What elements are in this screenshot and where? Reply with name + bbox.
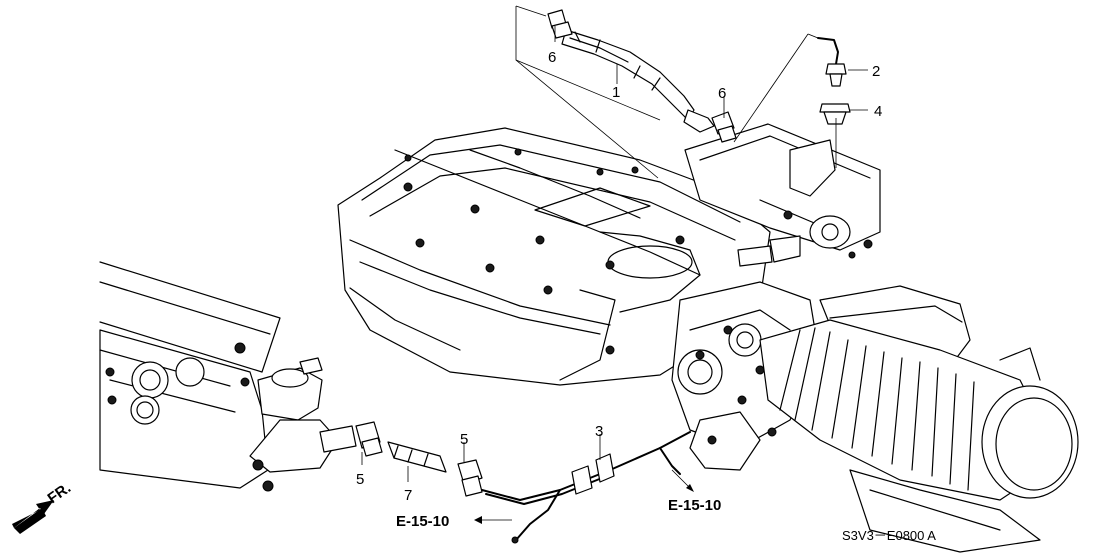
intake-manifold-cover: [337, 127, 771, 386]
callout-5-left: 5: [356, 471, 364, 488]
ref-e-15-10-bottom[interactable]: E-15-10: [396, 513, 449, 530]
callout-3: 3: [595, 423, 603, 440]
callout-6-right: 6: [718, 85, 726, 102]
ref-arrow-bottom: [474, 516, 512, 524]
callout-2: 2: [872, 63, 880, 80]
callout-7: 7: [404, 487, 412, 504]
part-3-water-pipe: [481, 431, 691, 544]
cylinder-head-left: [99, 261, 357, 492]
part-7-water-hose: [387, 441, 447, 473]
callout-6-left: 6: [548, 49, 556, 66]
part-5-hose-clamp-right: [457, 459, 483, 497]
leader-lines: [361, 5, 868, 482]
part-6-hose-clamp-top-right: [711, 111, 737, 143]
callout-5-right: 5: [460, 431, 468, 448]
part-5-hose-clamp-left: [355, 421, 383, 457]
diagram-code: S3V3－E0800 A: [842, 528, 936, 543]
manifold-bracket-right: [684, 123, 881, 263]
front-direction-arrow-icon: [12, 500, 54, 534]
ref-e-15-10-right[interactable]: E-15-10: [668, 497, 721, 514]
ref-arrow-right: [671, 469, 694, 492]
oil-filler-cap: [131, 361, 169, 399]
air-intake-duct: [759, 285, 1079, 553]
part-1-bypass-hose: [561, 29, 715, 133]
part-4-pcv-grommet: [819, 103, 851, 125]
part-6-hose-clamp-top-left: [547, 9, 573, 39]
part-2-pcv-valve: [817, 37, 847, 87]
callout-4: 4: [874, 103, 882, 120]
callout-1: 1: [612, 84, 620, 101]
